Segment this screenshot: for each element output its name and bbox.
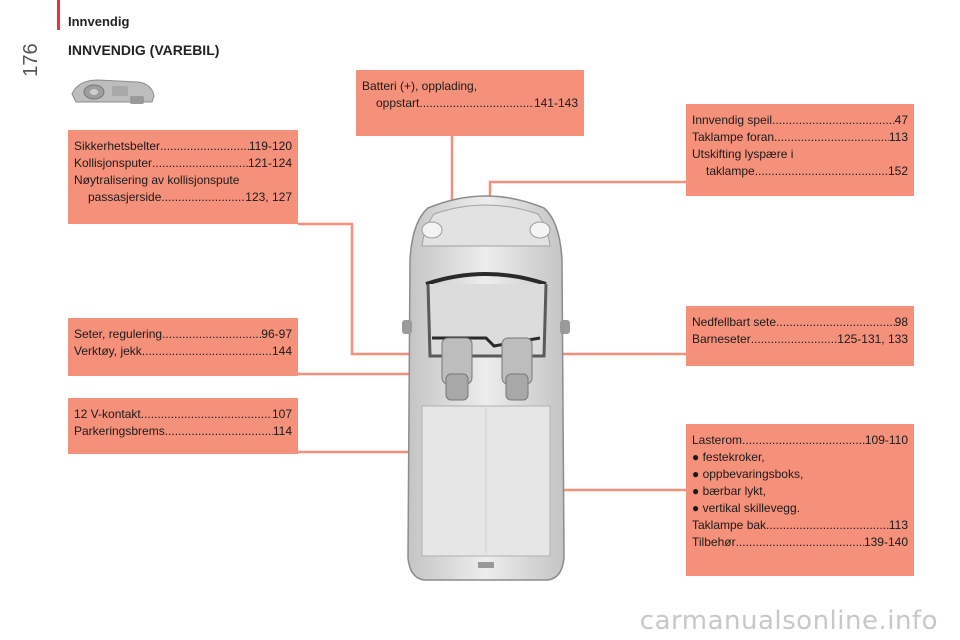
entry-label: Tilbehør: [692, 535, 736, 549]
entry-label: Taklampe foran: [692, 130, 775, 144]
entry-label: Sikkerhetsbelter: [74, 139, 161, 153]
entry-label: Taklampe bak: [692, 518, 767, 532]
page-reference[interactable]: 123, 127: [245, 190, 292, 204]
entry-label: oppstart: [376, 96, 420, 110]
entry-label: Batteri (+), opplading,: [362, 79, 478, 93]
index-entry: Innvendig speil 47: [692, 112, 908, 129]
index-entry: ● bærbar lykt,: [692, 483, 908, 500]
index-entry: Seter, regulering 96-97: [74, 326, 292, 343]
entry-label: ● bærbar lykt,: [692, 484, 766, 498]
leader-dots: [162, 326, 261, 343]
page-reference[interactable]: 125-131, 133: [837, 332, 908, 346]
leader-dots: [742, 432, 865, 449]
index-entry: Nedfellbart sete 98: [692, 314, 908, 331]
index-entry: passasjerside 123, 127: [74, 189, 292, 206]
page-reference[interactable]: 98: [894, 315, 908, 329]
entry-label: Nøytralisering av kollisjonspute: [74, 173, 240, 187]
page-reference[interactable]: 119-120: [248, 139, 292, 153]
index-entry: Utskifting lyspære i: [692, 146, 908, 163]
section-header: Innvendig: [68, 14, 130, 29]
index-entry: Lasterom 109-110: [692, 432, 908, 449]
entry-label: passasjerside: [88, 190, 162, 204]
leader-dots: [165, 423, 273, 440]
cargo-box: Lasterom 109-110 ● festekroker, ● oppbevari…: [686, 424, 914, 576]
index-entry: Tilbehør 139-140: [692, 534, 908, 551]
page-reference[interactable]: 96-97: [261, 327, 292, 341]
index-entry: Taklampe bak 113: [692, 517, 908, 534]
leader-dots: [751, 331, 838, 348]
leader-dots: [774, 129, 889, 146]
leader-dots: [160, 138, 249, 155]
battery-box: Batteri (+), opplading, oppstart 141-143: [356, 70, 584, 136]
index-entry: Kollisjonsputer 121-124: [74, 155, 292, 172]
leader-dots: [152, 155, 248, 172]
page-title: INNVENDIG (VAREBIL): [68, 42, 220, 58]
entry-label: Nedfellbart sete: [692, 315, 777, 329]
entry-label: Verktøy, jekk: [74, 344, 142, 358]
entry-label: Barneseter: [692, 332, 751, 346]
entry-label: Parkeringsbrems: [74, 424, 165, 438]
leader-dots: [772, 112, 895, 129]
index-entry: ● vertikal skillevegg.: [692, 500, 908, 517]
page-reference[interactable]: 113: [888, 518, 908, 532]
page-reference[interactable]: 113: [888, 130, 908, 144]
section-accent-bar: [57, 0, 60, 30]
index-entry: Verktøy, jekk 144: [74, 343, 292, 360]
entry-label: ● vertikal skillevegg.: [692, 501, 800, 515]
leader-dots: [736, 534, 864, 551]
index-entry: 12 V-kontakt 107: [74, 406, 292, 423]
entry-label: Utskifting lyspære i: [692, 147, 794, 161]
index-entry: ● festekroker,: [692, 449, 908, 466]
entry-label: ● festekroker,: [692, 450, 765, 464]
index-entry: ● oppbevaringsboks,: [692, 466, 908, 483]
index-entry: oppstart 141-143: [362, 95, 578, 112]
entry-label: Innvendig speil: [692, 113, 773, 127]
entry-label: ● oppbevaringsboks,: [692, 467, 804, 481]
page-reference[interactable]: 141-143: [533, 96, 578, 110]
leader-dots: [755, 163, 888, 180]
entry-label: Kollisjonsputer: [74, 156, 153, 170]
dashboard-icon: [71, 79, 155, 104]
entry-label: taklampe: [706, 164, 755, 178]
leader-dots: [766, 517, 889, 534]
index-entry: Batteri (+), opplading,: [362, 78, 578, 95]
page-reference[interactable]: 121-124: [247, 156, 292, 170]
page-reference[interactable]: 114: [272, 424, 292, 438]
entry-label: Lasterom: [692, 433, 743, 447]
entry-label: Seter, regulering: [74, 327, 163, 341]
index-entry: taklampe 152: [692, 163, 908, 180]
leader-dots: [419, 95, 534, 112]
van-top-view: [402, 195, 570, 581]
page-reference[interactable]: 107: [271, 407, 292, 421]
index-entry: Barneseter 125-131, 133: [692, 331, 908, 348]
page-reference[interactable]: 109-110: [864, 433, 908, 447]
leader-dots: [776, 314, 895, 331]
index-entry: Parkeringsbrems 114: [74, 423, 292, 440]
index-entry: Sikkerhetsbelter 119-120: [74, 138, 292, 155]
page-reference[interactable]: 139-140: [863, 535, 908, 549]
page-reference[interactable]: 47: [894, 113, 908, 127]
leader-dots: [142, 343, 272, 360]
page-reference[interactable]: 152: [887, 164, 908, 178]
index-entry: Nøytralisering av kollisjonspute: [74, 172, 292, 189]
index-entry: Taklampe foran 113: [692, 129, 908, 146]
page-reference[interactable]: 144: [271, 344, 292, 358]
entry-label: 12 V-kontakt: [74, 407, 141, 421]
leader-dots: [161, 189, 245, 206]
watermark: carmanualsonline.info: [639, 606, 938, 636]
leader-dots: [141, 406, 272, 423]
